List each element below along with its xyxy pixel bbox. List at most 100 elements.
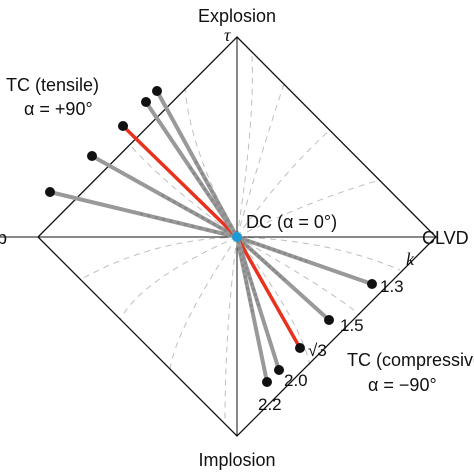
label-implosion: Implosion — [198, 450, 275, 470]
dashed-contour-3 — [184, 87, 238, 238]
label-tc-tensile-alpha: α = +90° — [24, 99, 93, 119]
k-bead-upper-4-4 — [222, 212, 227, 216]
k-bead-lower-1-11 — [275, 271, 279, 275]
k-bead-lower-0-7 — [272, 248, 276, 252]
k-bead-lower-2-5 — [247, 257, 251, 261]
k-bead-lower-2-7 — [252, 265, 256, 270]
k-bead-upper-1-10 — [178, 203, 182, 207]
k-bead-lower-3-8 — [248, 277, 252, 281]
k-bead-lower-0-9 — [283, 252, 287, 256]
k-dot-upper-0 — [45, 187, 55, 197]
label-tc-tensile: TC (tensile) — [6, 75, 99, 95]
k-bead-lower-2-9 — [257, 274, 261, 278]
k-bead-upper-0-12 — [147, 214, 151, 218]
k-bead-lower-0-11 — [293, 255, 297, 259]
k-bead-lower-4-10 — [247, 292, 251, 296]
k-value-label-1: 1.5 — [340, 316, 364, 335]
k-bead-lower-0-3 — [251, 240, 255, 245]
k-bead-upper-4-8 — [210, 189, 214, 193]
k-bead-upper-3-13 — [188, 166, 193, 170]
k-bead-lower-1-8 — [264, 261, 268, 265]
k-bead-upper-1-13 — [161, 194, 165, 198]
k-bead-upper-2-5 — [213, 213, 217, 217]
label-dc: DC (α = 0°) — [246, 212, 337, 232]
k-bead-lower-4-9 — [246, 286, 250, 290]
dashed-contour-0 — [236, 83, 285, 238]
label-tc-compressive-alpha: α = −90° — [368, 375, 437, 395]
k-value-labels: 1.31.5√32.02.2 — [258, 277, 404, 414]
k-bead-lower-2-8 — [255, 270, 259, 274]
k-bead-upper-3-10 — [199, 182, 203, 186]
k-bead-upper-2-11 — [186, 187, 190, 191]
label-k-axis: k — [406, 249, 415, 269]
k-bead-upper-1-3 — [218, 225, 222, 230]
label-tau: τ — [224, 25, 231, 45]
k-bead-upper-0-7 — [183, 223, 188, 227]
k-bead-upper-1-4 — [212, 222, 216, 226]
k-bead-upper-1-7 — [195, 213, 199, 217]
k-bead-upper-2-13 — [177, 178, 181, 182]
k-bead-lower-2-13 — [267, 292, 271, 296]
k-bead-lower-0-4 — [256, 242, 260, 246]
dashed-contour-5 — [79, 236, 238, 281]
k-bead-lower-3-10 — [251, 287, 256, 291]
k-bead-upper-3-9 — [203, 187, 207, 191]
k-bead-upper-1-8 — [189, 209, 194, 214]
k-bead-upper-4-13 — [194, 160, 198, 165]
k-line-upper-0 — [48, 190, 239, 239]
k-bead-upper-2-4 — [217, 217, 221, 222]
k-value-label-4: 2.2 — [258, 395, 282, 414]
k-bead-lower-0-13 — [304, 259, 308, 263]
k-bead-lower-1-9 — [267, 264, 272, 268]
dashed-contour-8 — [236, 236, 311, 366]
k-bead-upper-4-2 — [229, 223, 233, 228]
k-bead-upper-2-12 — [181, 183, 185, 187]
k-bead-upper-3-6 — [213, 203, 218, 207]
k-bead-upper-1-11 — [172, 200, 176, 204]
dashed-contour-2 — [236, 179, 381, 238]
k-bead-upper-4-10 — [203, 178, 208, 182]
k-bead-lower-3-11 — [253, 292, 257, 297]
k-bead-lower-2-11 — [262, 283, 266, 287]
k-bead-upper-0-2 — [220, 231, 224, 236]
k-bead-lower-1-10 — [271, 268, 275, 272]
k-bead-upper-3-8 — [206, 192, 210, 197]
k-dot-lower-4 — [262, 377, 272, 387]
k-bead-upper-1-9 — [184, 206, 188, 210]
k-value-label-3: 2.0 — [284, 371, 308, 390]
k-bead-upper-0-9 — [169, 219, 173, 223]
dashed-contour-11 — [236, 54, 253, 238]
dashed-contour-6 — [119, 236, 238, 321]
k-bead-upper-4-11 — [200, 172, 205, 176]
k-bead-lower-1-5 — [253, 251, 257, 255]
k-bead-lower-0-8 — [277, 250, 282, 254]
k-bead-lower-4-12 — [249, 303, 253, 307]
dashed-contour-10 — [224, 236, 238, 421]
k-bead-lower-3-6 — [245, 266, 249, 270]
k-bead-upper-0-8 — [176, 221, 180, 225]
k-bead-lower-4-3 — [238, 252, 243, 256]
k-bead-lower-1-7 — [260, 258, 264, 262]
k-dot-lower-0 — [367, 279, 377, 289]
k-bead-lower-0-2 — [246, 239, 250, 243]
k-dot-upper-4 — [152, 86, 162, 96]
k-bead-lower-0-12 — [299, 257, 303, 261]
moment-tensor-lines — [45, 86, 377, 387]
k-bead-lower-1-6 — [257, 254, 261, 259]
k-bead-upper-1-5 — [206, 219, 211, 223]
k-bead-upper-0-5 — [198, 226, 202, 230]
k-bead-upper-3-12 — [192, 171, 196, 175]
k-bead-upper-4-5 — [219, 206, 223, 210]
k-bead-upper-1-12 — [167, 197, 171, 201]
label-left: p — [0, 228, 7, 248]
k-bead-upper-0-10 — [161, 217, 166, 221]
k-bead-lower-3-13 — [256, 303, 261, 307]
k-bead-upper-1-2 — [224, 229, 228, 233]
k-bead-lower-4-4 — [240, 258, 244, 262]
k-bead-lower-4-11 — [248, 298, 252, 302]
k-bead-lower-0-6 — [267, 246, 271, 250]
k-bead-upper-3-7 — [210, 198, 214, 202]
k-bead-upper-0-3 — [213, 230, 217, 234]
k-bead-upper-3-11 — [196, 177, 200, 181]
k-bead-lower-1-13 — [282, 277, 286, 281]
